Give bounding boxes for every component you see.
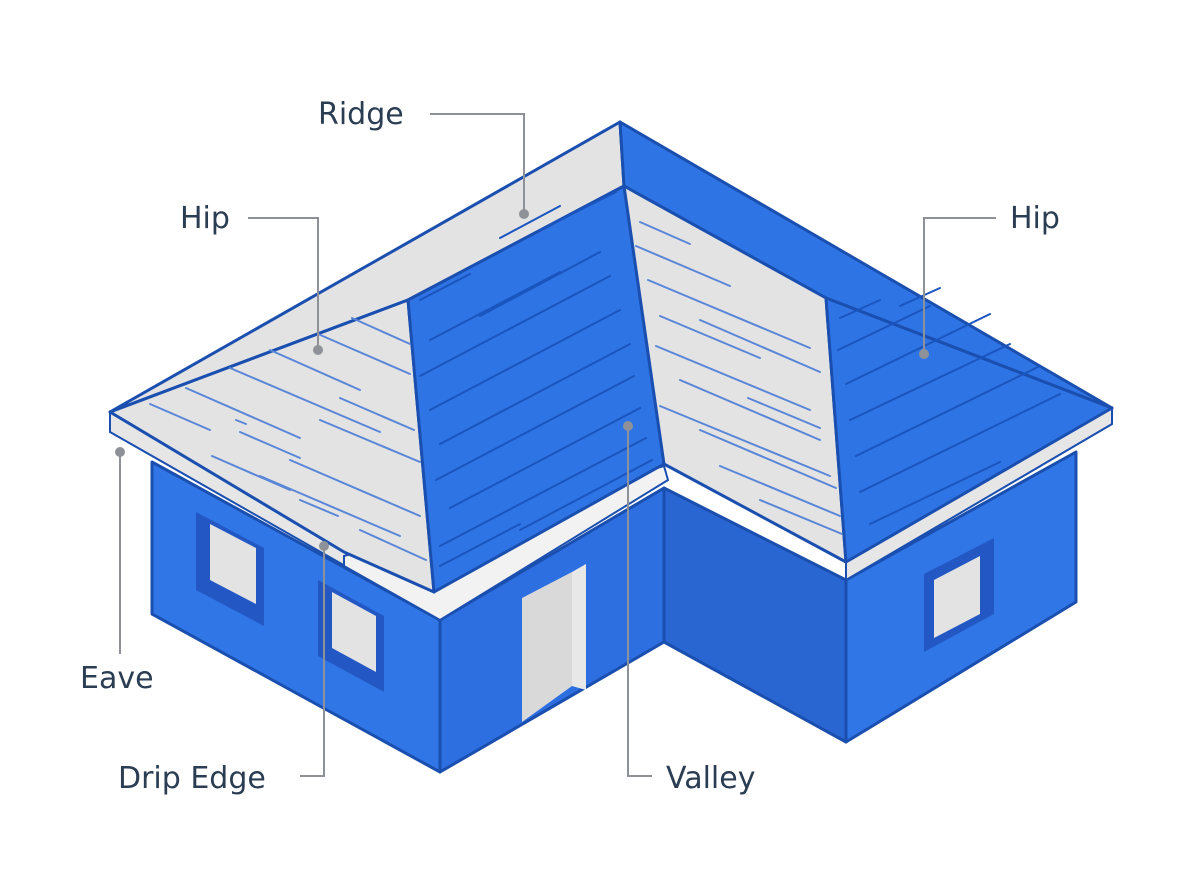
shingle-lines-light	[149, 221, 843, 561]
label-drip-edge: Drip Edge	[118, 761, 266, 796]
label-valley: Valley	[666, 761, 755, 796]
front-door	[522, 564, 586, 722]
window-right	[924, 538, 994, 652]
label-ridge: Ridge	[318, 97, 404, 132]
label-hip-right: Hip	[1010, 201, 1060, 236]
house-openings	[196, 512, 994, 722]
label-eave: Eave	[80, 661, 154, 696]
house-illustration	[108, 120, 1114, 774]
callout-hip-left: Hip	[180, 201, 323, 355]
callout-ridge: Ridge	[318, 97, 529, 219]
window-left-1	[196, 512, 264, 626]
roof-right-hip-face	[824, 296, 1114, 564]
callout-hip-right: Hip	[919, 201, 1060, 359]
window-left-2	[318, 580, 384, 692]
callout-drip-edge: Drip Edge	[118, 541, 329, 796]
shingle-lines-blue	[419, 191, 1061, 567]
callout-eave: Eave	[80, 447, 154, 696]
label-hip-left: Hip	[180, 201, 230, 236]
callout-valley: Valley	[623, 421, 755, 796]
